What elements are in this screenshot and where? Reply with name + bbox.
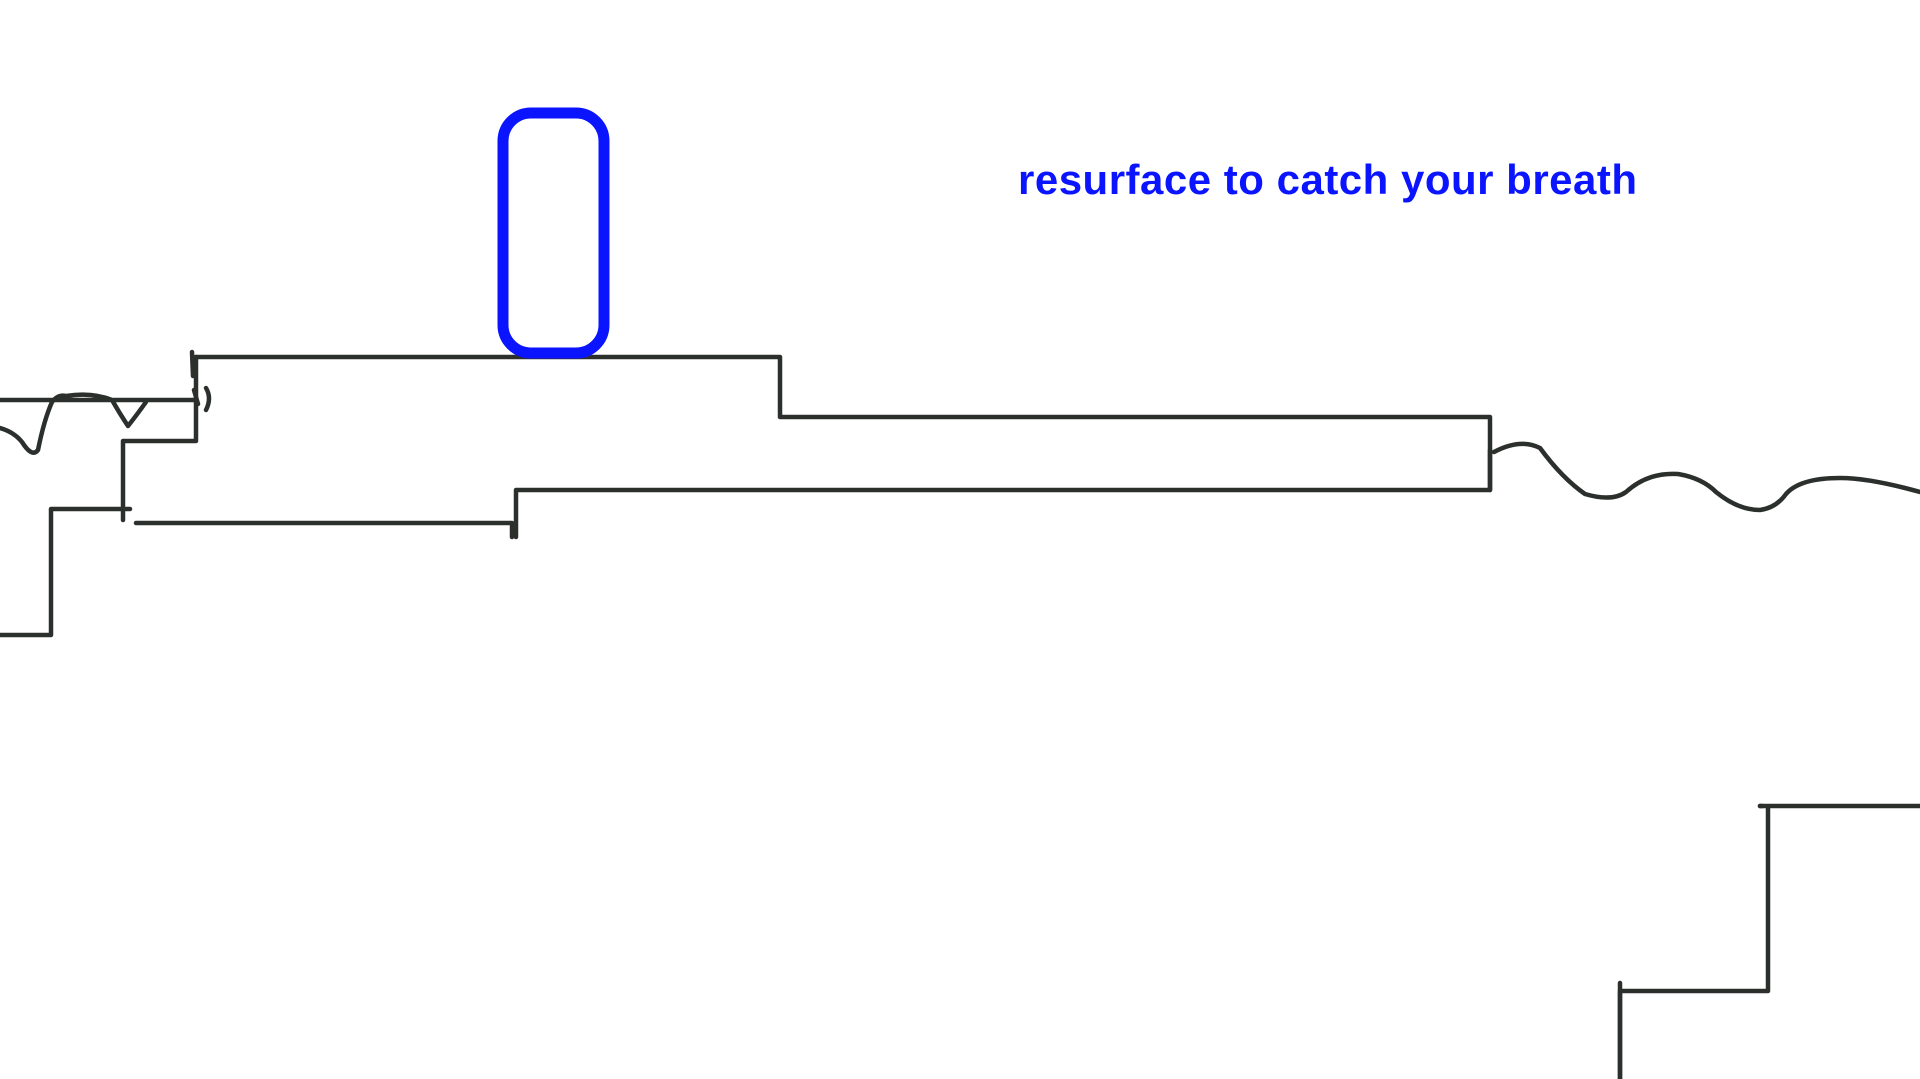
ledge-tick-mark: [189, 349, 212, 413]
water-surface-left: [0, 392, 198, 455]
left-small-box: [120, 354, 199, 523]
hint-message: resurface to catch your breath: [1018, 156, 1638, 203]
lower-floor-ledge: [133, 520, 515, 540]
lower-floor-long-ledge: [513, 447, 1493, 540]
lower-right-stairs: [1617, 803, 1920, 1079]
lower-floor-left-step: [0, 506, 133, 638]
water-surface-right: [1491, 441, 1920, 513]
upper-platform-ledge: [193, 354, 1493, 493]
player-character[interactable]: [497, 107, 610, 359]
